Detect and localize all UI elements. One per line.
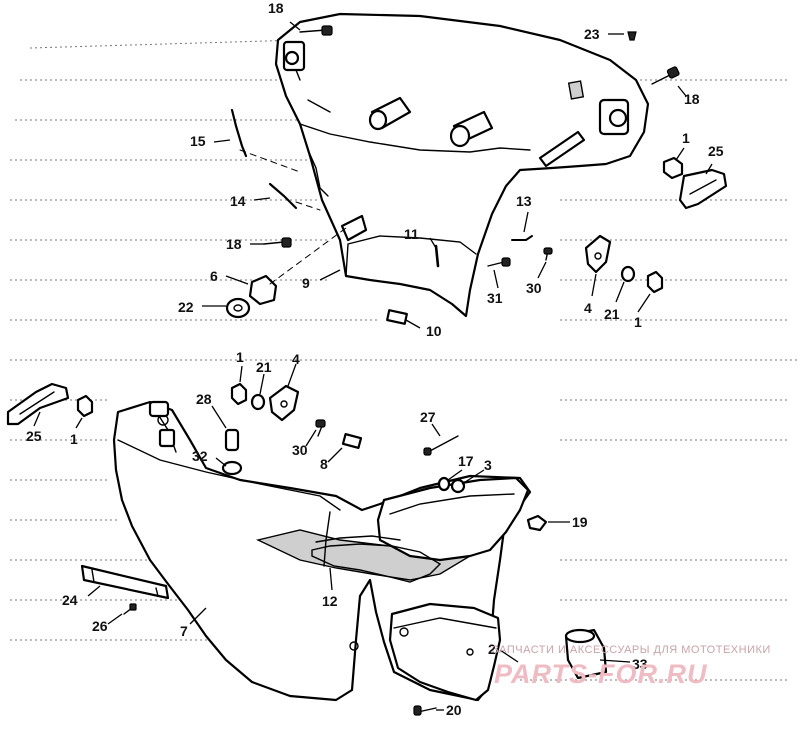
- pin-part-28: [224, 428, 240, 452]
- callout-14: 14: [230, 193, 246, 209]
- rod-part-15: [230, 108, 248, 158]
- callout-1-upper-right: 1: [682, 130, 690, 146]
- callout-19: 19: [572, 514, 588, 530]
- assembly-guide-lines: [239, 149, 347, 285]
- watermark: ЗАПЧАСТИ И АКСЕССУАРЫ ДЛЯ МОТОТЕХНИКИ PA…: [492, 644, 771, 689]
- o-ring-part-32: [221, 460, 243, 476]
- bolt-part-18-right: [651, 66, 680, 85]
- upper-motor-cover-part-9: [274, 12, 650, 318]
- nut-part-3: [450, 478, 466, 494]
- callout-1-lower-center: 1: [236, 349, 244, 365]
- callout-30-lower: 30: [292, 442, 308, 458]
- grommet-part-6: [248, 274, 278, 306]
- plate-part-24: [80, 564, 170, 600]
- screw-part-30-lower: [315, 419, 326, 437]
- callout-12: 12: [322, 593, 338, 609]
- callout-18-right: 18: [684, 91, 700, 107]
- callout-18-left: 18: [226, 236, 242, 252]
- callout-31: 31: [487, 290, 503, 306]
- latch-handle-part-25-lower: [6, 382, 70, 426]
- nut-part-1-lower-center: [230, 382, 248, 406]
- callout-labels: 18 23 18 1 25 15 14 13 11 18 6 9 22 31 3…: [26, 0, 724, 718]
- sleeve-part-33: [564, 628, 608, 680]
- callout-20: 20: [446, 702, 462, 718]
- block-part-8: [341, 432, 363, 450]
- bolt-part-18-top: [299, 25, 333, 36]
- callout-6: 6: [210, 268, 218, 284]
- washer-part-22: [225, 297, 251, 319]
- callout-4-lower: 4: [292, 351, 300, 367]
- screw-part-20: [413, 705, 437, 716]
- front-panel: [376, 476, 530, 562]
- clip-part-13: [511, 235, 533, 241]
- callout-1-upper: 1: [634, 314, 642, 330]
- callout-8: 8: [320, 456, 328, 472]
- callout-18-top: 18: [268, 0, 284, 16]
- callout-22: 22: [178, 299, 194, 315]
- screw-part-26: [123, 603, 137, 615]
- callout-32: 32: [192, 448, 208, 464]
- nut-part-1-upper: [646, 270, 664, 294]
- washer-part-21-lower: [250, 393, 266, 411]
- callout-11: 11: [404, 226, 419, 242]
- callout-21-upper: 21: [604, 306, 620, 322]
- callout-10: 10: [426, 323, 442, 339]
- bracket-part-4-lower: [268, 384, 300, 422]
- callout-25-lower: 25: [26, 428, 42, 444]
- callout-15: 15: [190, 133, 206, 149]
- watermark-logo: PARTS-FOR.RU: [494, 659, 708, 689]
- callout-30-upper: 30: [526, 280, 542, 296]
- callout-13: 13: [516, 193, 532, 209]
- callout-33: 33: [632, 656, 648, 672]
- washer-part-21-upper: [620, 265, 636, 283]
- callout-21-lower: 21: [256, 359, 272, 375]
- callout-7: 7: [180, 623, 188, 639]
- side-panel-part-2: [388, 602, 502, 702]
- rod-part-27: [423, 435, 459, 456]
- callout-17: 17: [458, 453, 474, 469]
- latch-handle-part-25-upper: [678, 168, 728, 210]
- callout-24: 24: [62, 592, 78, 608]
- callout-28: 28: [196, 391, 212, 407]
- seal-part-12: [311, 535, 442, 583]
- nut-part-1-lower-left: [76, 394, 94, 418]
- strip-part-11: [434, 244, 440, 268]
- callout-23: 23: [584, 26, 600, 42]
- bracket-part-4-upper: [584, 234, 612, 274]
- callout-4-upper: 4: [584, 300, 592, 316]
- callout-27: 27: [420, 409, 436, 425]
- rod-part-14: [268, 182, 298, 210]
- watermark-tagline: ЗАПЧАСТИ И АКСЕССУАРЫ ДЛЯ МОТОТЕХНИКИ: [492, 644, 771, 656]
- leader-lines: [33, 21, 713, 711]
- callout-1-lower-left: 1: [70, 431, 78, 447]
- nut-part-1-upper-right: [662, 156, 684, 180]
- bolt-part-18-left: [263, 237, 292, 248]
- callout-25-upper: 25: [708, 143, 724, 159]
- callout-26: 26: [92, 618, 108, 634]
- callout-2: 2: [488, 641, 496, 657]
- screw-part-31: [487, 257, 511, 267]
- screw-part-19: [526, 514, 548, 532]
- screw-part-30-upper: [543, 247, 553, 261]
- callout-9: 9: [302, 275, 310, 291]
- block-part-10: [386, 309, 408, 325]
- washer-part-17: [437, 476, 451, 492]
- callout-3: 3: [484, 457, 492, 473]
- pin-part-23: [627, 31, 637, 41]
- background-dot-grid: [10, 39, 800, 681]
